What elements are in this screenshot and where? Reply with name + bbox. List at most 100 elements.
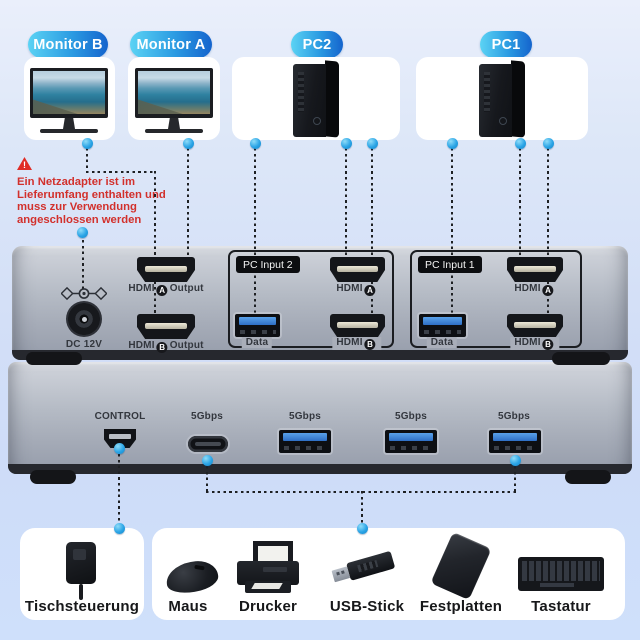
dc-power-jack [66, 301, 102, 337]
device-foot [565, 470, 611, 484]
pc2-data-port [235, 314, 280, 337]
dotted-line [82, 240, 85, 296]
pc-input-2-title: PC Input 2 [236, 256, 300, 273]
connector-dot [341, 138, 352, 149]
dotted-line [345, 148, 348, 260]
dotted-line [361, 491, 364, 526]
dotted-line [519, 148, 522, 260]
hdmi-a-output-port [137, 257, 195, 282]
dotted-line [547, 148, 550, 316]
polarity-icon [61, 286, 107, 301]
dc-port-label: DC 12V [65, 339, 103, 350]
pc1-data-port [419, 314, 466, 337]
pc1-hdmi-a-port [507, 257, 563, 282]
connector-dot [183, 138, 194, 149]
pc1-label: PC1 [491, 36, 521, 53]
control-port-label: CONTROL [94, 411, 146, 422]
dotted-line [154, 171, 157, 318]
connector-dot [114, 443, 125, 454]
device-foot [552, 352, 610, 365]
monitor-icon [30, 68, 108, 133]
dotted-line [254, 148, 257, 316]
desk-controller-cable [79, 584, 83, 600]
usba-port-label: 5Gbps [288, 411, 322, 422]
keyboard-icon [518, 557, 604, 591]
pc2-card [232, 57, 400, 140]
connector-dot [515, 138, 526, 149]
pc2-data-label: Data [241, 337, 273, 348]
pc-input-1-group [410, 250, 582, 348]
warning-line: angeschlossen werden [17, 213, 142, 226]
dotted-line [118, 454, 121, 526]
dotted-line [187, 148, 190, 260]
usbc-port-label: 5Gbps [190, 411, 224, 422]
pc2-hdmi-a-port [330, 257, 385, 282]
usb-a-port-3 [489, 430, 541, 453]
peripherals-card [152, 528, 625, 620]
connector-dot [82, 138, 93, 149]
device-foot [26, 352, 82, 365]
warning-line: muss zur Verwendung [17, 201, 137, 214]
mini-usb-control-port [104, 429, 136, 448]
desk-controller-icon [66, 542, 96, 584]
printer-label: Drucker [238, 598, 298, 615]
monitor-b-card [24, 57, 115, 140]
connector-dot [510, 455, 521, 466]
controller-card-label: Tischsteuerung [24, 598, 140, 615]
keyboard-label: Tastatur [531, 598, 591, 615]
warning-line: Ein Netzadapter ist im [17, 176, 136, 188]
pc-tower-icon [479, 60, 525, 138]
alert-triangle-icon: ! [17, 157, 32, 170]
connector-dot [357, 523, 368, 534]
pc2-label: PC2 [302, 36, 332, 53]
connector-dot [367, 138, 378, 149]
hard-drive-label: Festplatten [419, 598, 503, 615]
kvm-lower-deck [8, 362, 632, 474]
warning-note: Ein Netzadapter ist im Lieferumfang enth… [17, 176, 166, 226]
pc1-hdmi-b-port [507, 314, 563, 338]
monitor-b-pill: Monitor B [28, 31, 108, 58]
dotted-line [514, 466, 517, 492]
connector-dot [447, 138, 458, 149]
warning-line: Lieferumfang enthalten und [17, 188, 166, 201]
usb-stick-label: USB-Stick [329, 598, 405, 615]
monitor-a-card [128, 57, 220, 140]
pc-tower-icon [293, 60, 339, 138]
usb-a-port-1 [279, 430, 331, 453]
monitor-icon [135, 68, 213, 133]
pc-input-2-group [228, 250, 394, 348]
usb-stick-icon [331, 550, 396, 585]
monitor-a-label: Monitor A [136, 36, 206, 53]
usba-port-label: 5Gbps [394, 411, 428, 422]
monitor-b-label: Monitor B [33, 36, 103, 53]
pc1-card [416, 57, 588, 140]
hdmi-b-output-port [137, 314, 195, 339]
controller-card [20, 528, 144, 620]
connector-dot [202, 455, 213, 466]
pc-input-1-title: PC Input 1 [418, 256, 482, 273]
mouse-icon [163, 557, 221, 597]
connector-dot [543, 138, 554, 149]
pc2-hdmi-b-port [330, 314, 385, 338]
dotted-line [206, 466, 209, 492]
usba-port-label: 5Gbps [497, 411, 531, 422]
connector-dot [114, 523, 125, 534]
dotted-line [451, 148, 454, 316]
device-foot [30, 470, 76, 484]
pc2-pill: PC2 [291, 31, 343, 58]
usb-a-port-2 [385, 430, 437, 453]
connector-dot [250, 138, 261, 149]
dotted-line [371, 148, 374, 316]
pc1-data-label: Data [426, 337, 458, 348]
pc1-pill: PC1 [480, 31, 532, 58]
dotted-line [86, 148, 89, 173]
monitor-a-pill: Monitor A [130, 31, 212, 58]
connector-dot [77, 227, 88, 238]
mouse-label: Maus [168, 598, 208, 615]
